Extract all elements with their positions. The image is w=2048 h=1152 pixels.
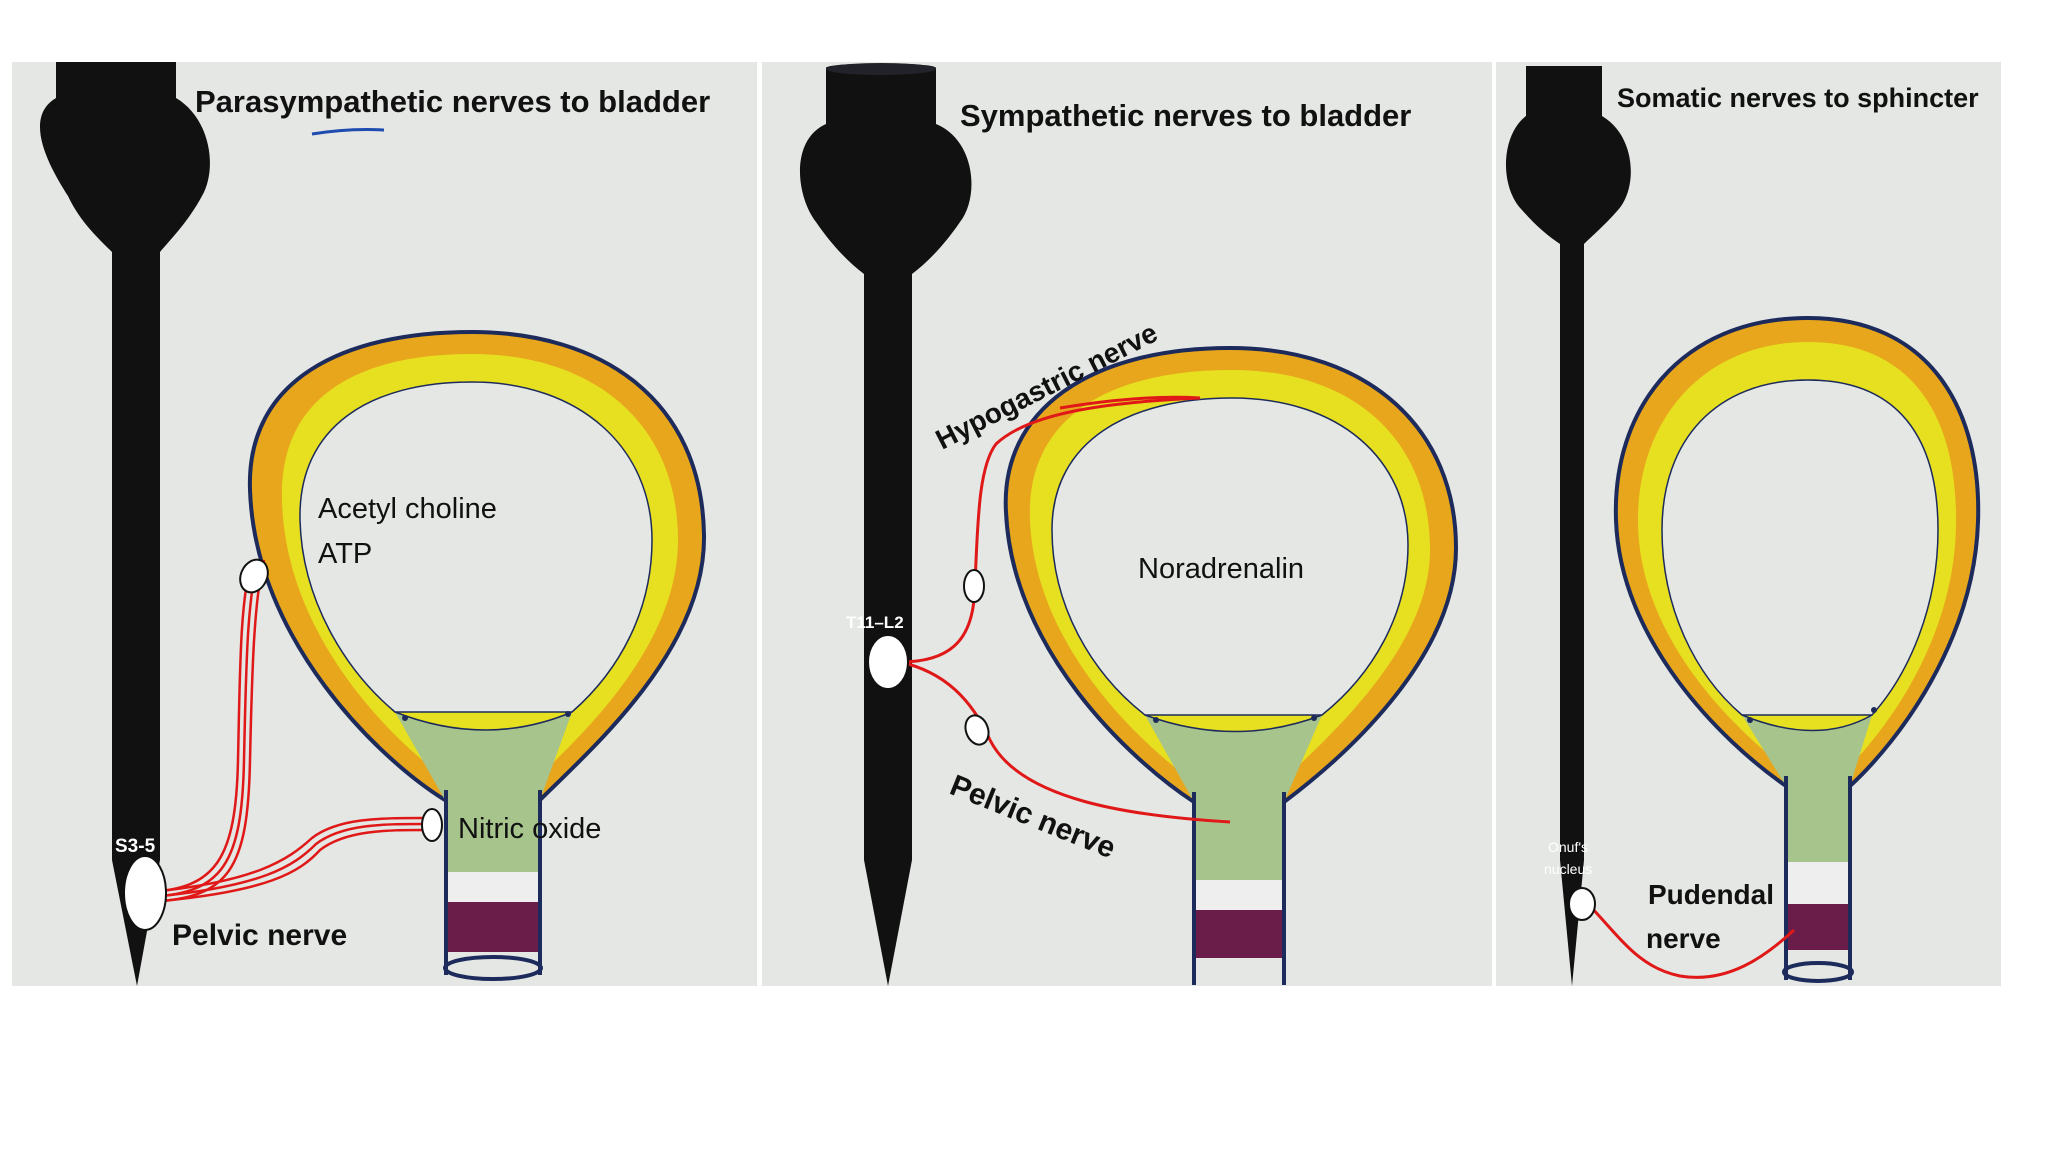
spinal-cord [1505,66,1631,986]
panel-sympathetic: Sympathetic nerves to bladder T11–L2 Hyp… [762,62,1492,986]
transmitter-label-1: Acetyl choline [318,493,497,525]
sympathetic-nerve-fibres [899,395,1231,824]
handwritten-underline [311,128,385,136]
spinal-cord [799,63,972,986]
neck-ganglion [421,808,443,842]
ureteric-orifice-right [1311,715,1317,721]
onufs-nucleus-ganglion [1568,887,1596,921]
t11-l2-ganglion [867,634,909,690]
ureteric-orifice-right [565,711,571,717]
neck-transmitter-label: Nitric oxide [458,813,601,845]
bladder-trigone [1742,715,1872,786]
ureteric-orifice-left [1153,717,1159,723]
bladder-wall-ganglion [239,558,269,594]
ureteric-orifice-left [402,715,408,721]
ureteric-orifice-right [1871,707,1877,713]
ureteric-orifice-left [1747,717,1753,723]
sphincter [446,902,540,952]
panel-somatic: Somatic nerves to sphincter Onuf's nucle… [1496,62,2001,986]
sphincter [1786,904,1850,950]
panel-title: Sympathetic nerves to bladder [960,98,1411,133]
segment-label: S3-5 [115,836,156,857]
bladder-trigone [1145,715,1322,802]
hypogastric-ganglion [963,569,985,603]
panel-parasympathetic: Parasympathetic nerves to bladder S3-5 P… [12,62,757,986]
pelvic-nerve-fibres [149,559,425,904]
nucleus-label-line-1: Onuf's [1548,839,1588,855]
nucleus-label-line-2: nucleus [1544,861,1592,877]
transmitter-label-2: ATP [318,538,372,570]
urethra [1782,776,1854,983]
sphincter [1194,910,1284,958]
s3-5-ganglion [123,855,167,931]
spinal-cord [39,62,210,986]
bladder-lumen [299,381,653,713]
nerve-label-line-1: Pudendal [1648,879,1774,910]
bladder-lumen [1661,379,1939,716]
bladder-lumen [1051,397,1409,716]
transmitter-label: Noradrenalin [1138,553,1304,585]
nerve-label-line-2: nerve [1646,923,1721,954]
panel-title: Somatic nerves to sphincter [1617,83,1979,113]
urethra [1192,792,1286,985]
pelvic-ganglion [964,714,990,746]
bladder-trigone [395,712,572,800]
panel-title: Parasympathetic nerves to bladder [195,84,710,119]
nerve-label: Pelvic nerve [172,919,347,952]
urethra [443,790,543,981]
pudendal-nerve-fibre [1588,904,1796,979]
segment-label: T11–L2 [846,613,904,632]
